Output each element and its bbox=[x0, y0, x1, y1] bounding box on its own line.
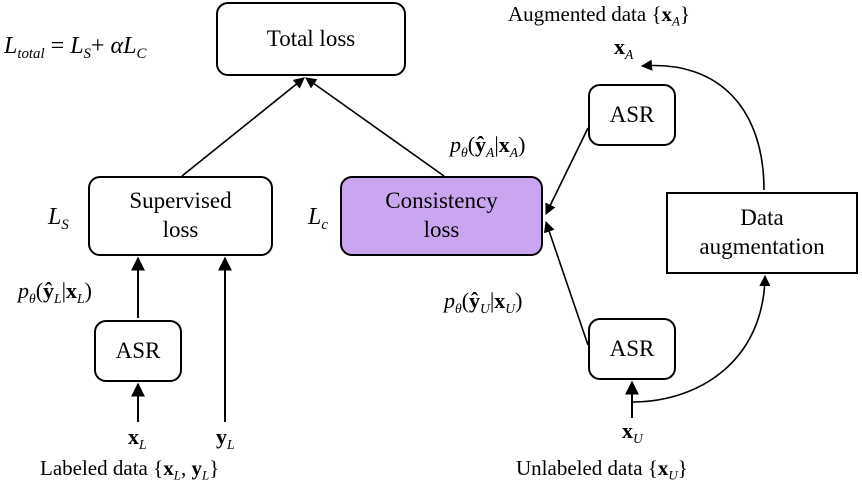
y-labeled-label: yL bbox=[216, 424, 235, 452]
asr-augmented-box: ASR bbox=[588, 84, 676, 146]
arrow-supervised-to-total bbox=[181, 77, 305, 177]
arrow-xunlabeled-to-augmentation bbox=[631, 274, 771, 403]
augmented-data-caption: Augmented data {xA} bbox=[508, 2, 691, 29]
arrow-asr-augmented-to-consistency bbox=[545, 127, 589, 216]
arrow-consistency-to-total bbox=[305, 77, 445, 177]
p-theta-labeled-label: pθ(ŷL|xL) bbox=[18, 278, 92, 306]
unlabeled-data-caption: Unlabeled data {xU} bbox=[516, 456, 688, 483]
lc-label: Lc bbox=[308, 204, 328, 234]
x-augmented-label: xA bbox=[614, 34, 634, 62]
total-loss-box: Total loss bbox=[216, 2, 406, 76]
asr-unlabeled-box: ASR bbox=[588, 318, 676, 380]
arrow-asr-unlabeled-to-consistency bbox=[543, 220, 589, 346]
x-unlabeled-label: xU bbox=[622, 418, 643, 446]
p-theta-augmented-label: pθ(ŷA|xA) bbox=[450, 132, 526, 160]
p-theta-unlabeled-label: pθ(ŷU|xU) bbox=[444, 288, 523, 316]
consistency-loss-box: Consistency loss bbox=[340, 176, 543, 256]
arrow-augmentation-to-xaugmented bbox=[640, 59, 765, 191]
x-labeled-label: xL bbox=[128, 424, 147, 452]
asr-labeled-box: ASR bbox=[94, 320, 182, 382]
ls-label: LS bbox=[48, 204, 69, 234]
labeled-data-caption: Labeled data {xL, yL} bbox=[40, 456, 220, 483]
total-loss-formula: Ltotal = LS+ αLC bbox=[4, 33, 147, 63]
data-augmentation-box: Data augmentation bbox=[666, 192, 858, 274]
supervised-loss-box: Supervised loss bbox=[88, 176, 273, 256]
